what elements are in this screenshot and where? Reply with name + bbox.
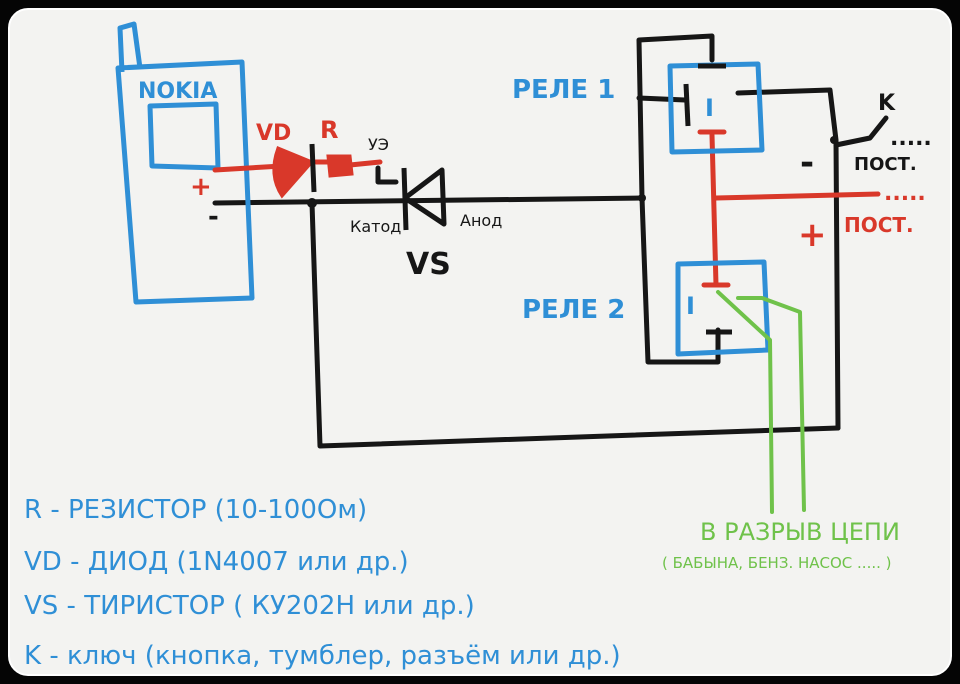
phone-antenna <box>117 21 143 73</box>
thyristor-triangle <box>402 167 447 227</box>
cathode-label: Катод <box>350 217 401 236</box>
wire-green-right <box>736 296 806 512</box>
wire-relay-left-rail <box>636 33 715 201</box>
k-label: K <box>878 91 896 116</box>
gate-label: УЭ <box>368 135 389 154</box>
wire-r-to-gate <box>347 159 383 168</box>
phone-outline <box>115 21 255 305</box>
wire-relay-lower-rail <box>639 195 721 365</box>
relay-1-label: РЕЛЕ 1 <box>512 75 615 105</box>
resistor-r-shape <box>326 154 354 178</box>
diode-vd-bar <box>309 143 317 193</box>
wire-minus-post <box>833 115 889 148</box>
wire-minus-down-loop <box>309 200 841 449</box>
node-relay <box>638 194 646 202</box>
relay-2-box <box>675 259 771 357</box>
break-label-line1: В РАЗРЫВ ЦЕПИ <box>700 518 900 546</box>
legend-item-k: K - ключ (кнопка, тумблер, разъём или др… <box>24 641 621 671</box>
break-label-line2: ( БАБЫНА, БЕНЗ. НАСОС ..... ) <box>662 554 892 572</box>
wire-plus-to-diode <box>212 163 285 173</box>
thyristor-vs <box>401 167 447 231</box>
diagram-frame: ..... NOKIA + - ..... I I VD R УЭ <box>8 8 952 676</box>
relay-1-contact-bar <box>683 83 691 127</box>
plus-post-label: ПОСТ. <box>844 213 914 237</box>
wire-relay1-contact <box>636 95 688 103</box>
r-label: R <box>320 116 338 144</box>
legend-item-vs: VS - ТИРИСТОР ( КУ202Н или др.) <box>24 591 475 621</box>
phone-brand-text: NOKIA <box>138 79 217 104</box>
wire-relay-coil-link <box>709 132 719 288</box>
diode-vd-shape <box>272 146 315 199</box>
node-minus <box>307 198 317 208</box>
wire-thyristor-gate <box>375 165 399 185</box>
legend-item-vd: VD - ДИОД (1N4007 или др.) <box>24 547 409 577</box>
relay-2-pin-label: I <box>686 292 695 320</box>
wire-green-left <box>716 290 774 514</box>
wire-plus-post <box>713 191 881 201</box>
phone-plus-sign: + <box>190 172 212 202</box>
phone-minus-sign: - <box>208 202 219 232</box>
legend-item-r: R - РЕЗИСТОР (10-100Ом) <box>24 495 367 525</box>
relay-2-label: РЕЛЕ 2 <box>522 295 625 325</box>
wire-right-loop <box>735 87 841 431</box>
k-switch-dots: ..... <box>890 126 932 151</box>
black-wiring <box>212 33 889 449</box>
phone-screen <box>147 101 221 171</box>
plus-post-sign: + <box>798 215 827 255</box>
vd-label: VD <box>256 121 291 146</box>
legend: R - РЕЗИСТОР (10-100Ом) VD - ДИОД (1N400… <box>24 495 621 671</box>
thyristor-bar <box>401 167 409 231</box>
green-wiring <box>716 290 806 514</box>
wire-minus-bus <box>212 195 645 206</box>
vs-label: VS <box>406 247 451 282</box>
anode-label: Анод <box>460 211 502 230</box>
relay-1-pin-label: I <box>705 94 714 122</box>
minus-post-sign: - <box>800 143 814 183</box>
plus-post-dots: ..... <box>884 181 926 206</box>
node-right <box>830 136 838 144</box>
circuit-diagram: ..... NOKIA + - ..... I I VD R УЭ <box>24 21 932 671</box>
phone-body <box>115 59 255 305</box>
minus-post-label: ПОСТ. <box>854 154 917 175</box>
relay-1-box <box>667 61 765 155</box>
